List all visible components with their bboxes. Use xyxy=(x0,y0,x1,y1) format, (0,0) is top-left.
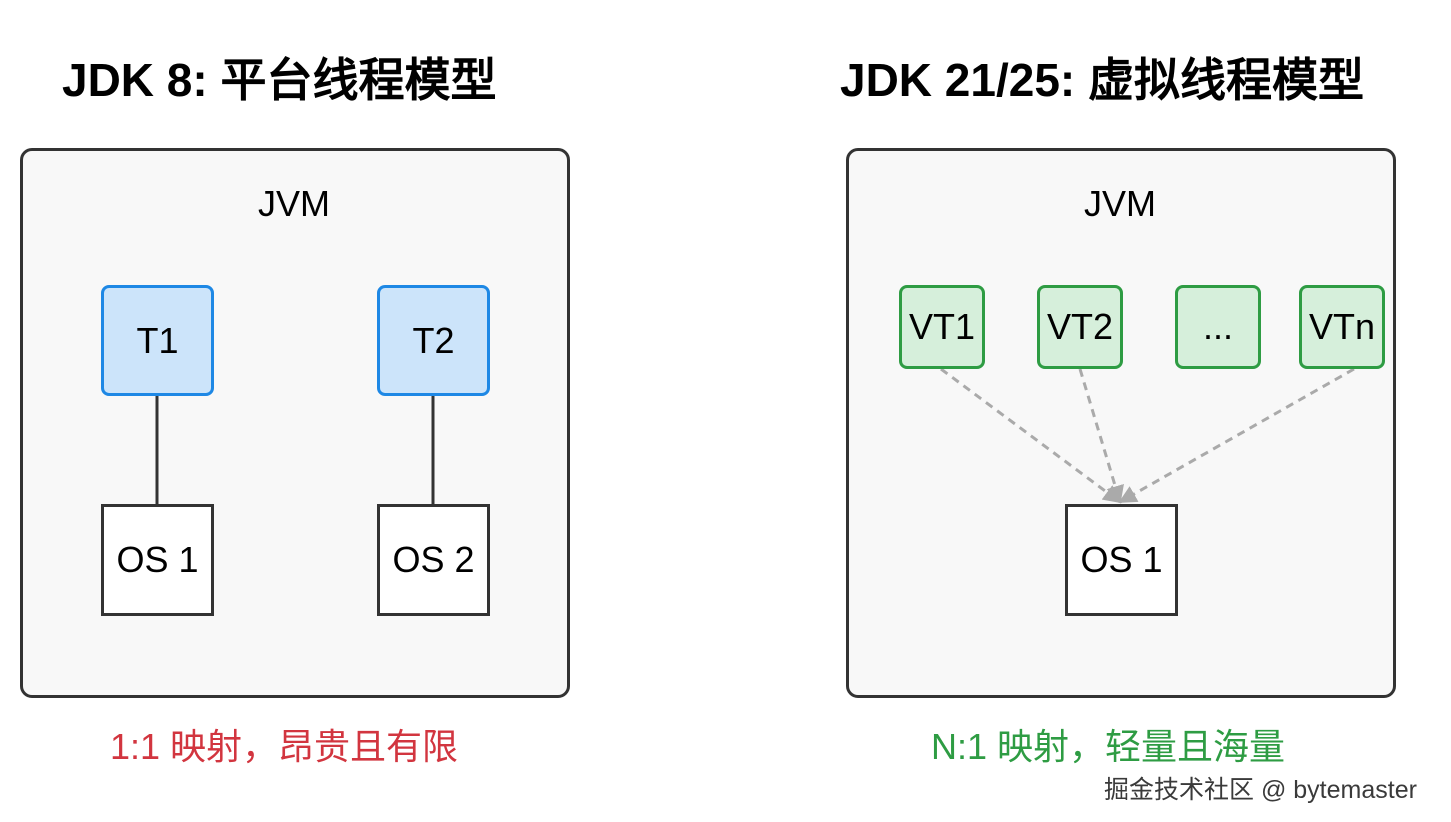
jvm-label-left: JVM xyxy=(258,183,330,224)
os-thread-1-right: OS 1 xyxy=(1065,504,1178,616)
watermark: 掘金技术社区 @ bytemaster xyxy=(1104,776,1417,804)
virtual-thread-vt1: VT1 xyxy=(899,285,985,369)
connector-vt1-os1 xyxy=(940,367,1122,504)
platform-thread-model-title: JDK 8: 平台线程模型 xyxy=(62,54,497,106)
platform-thread-t2: T2 xyxy=(377,285,490,396)
os-thread-2-left: OS 2 xyxy=(377,504,490,616)
jvm-label-right: JVM xyxy=(1084,183,1156,224)
platform-thread-t1: T1 xyxy=(101,285,214,396)
virtual-mapping-caption: N:1 映射，轻量且海量 xyxy=(931,726,1286,767)
virtual-thread-model-title: JDK 21/25: 虚拟线程模型 xyxy=(840,54,1365,106)
virtual-thread-vt2: VT2 xyxy=(1037,285,1123,369)
connector-vt2-os1 xyxy=(1078,368,1124,504)
os-thread-1-left: OS 1 xyxy=(101,504,214,616)
connector-vtn-os1 xyxy=(1118,367,1355,504)
virtual-thread-vtn: VTn xyxy=(1299,285,1385,369)
virtual-thread-ellipsis: ... xyxy=(1175,285,1261,369)
platform-mapping-caption: 1:1 映射，昂贵且有限 xyxy=(110,726,459,767)
